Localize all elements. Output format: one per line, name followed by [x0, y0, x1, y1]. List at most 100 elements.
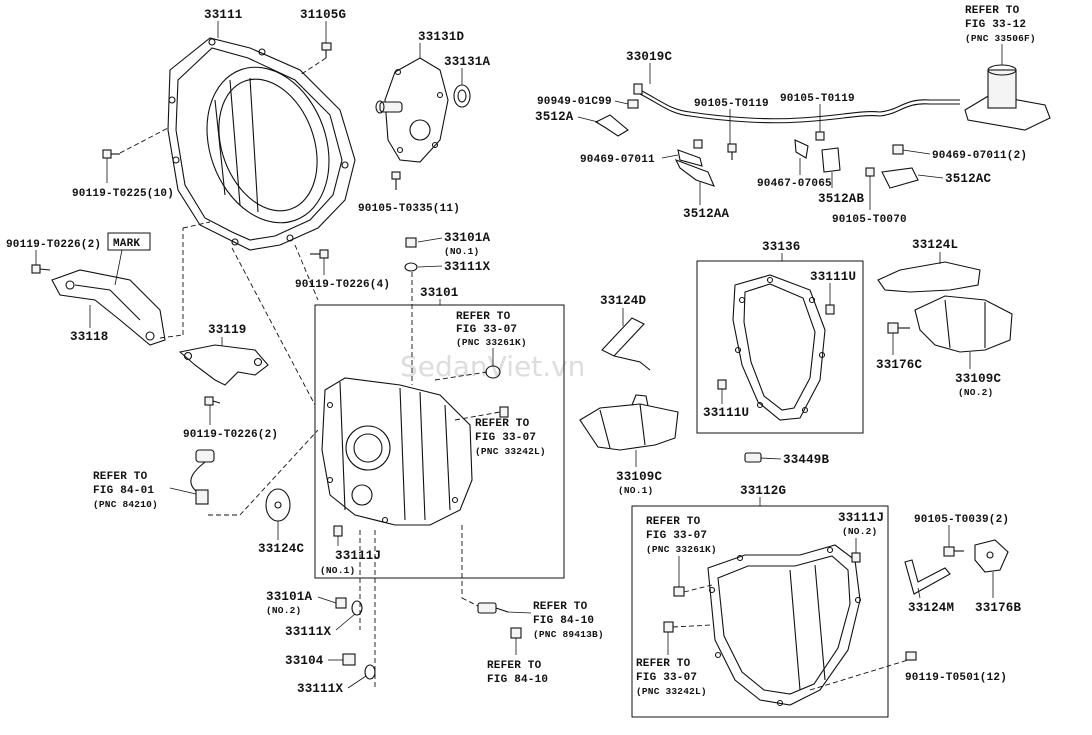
plate-33124C[interactable] [265, 488, 291, 522]
bracket-3512AB[interactable] [821, 147, 841, 173]
label-90469-b: 90469-07011(2) [932, 150, 1027, 162]
label-no2-c: (NO.2) [266, 605, 301, 616]
dowel-33111U-a[interactable] [825, 304, 835, 315]
label-90119-T0226-4: 90119-T0226(4) [295, 279, 390, 291]
label-no2-a: (NO.2) [958, 387, 993, 398]
label-refer-33-07-d1: REFER TO [636, 658, 691, 670]
retainer-33131D[interactable] [375, 57, 449, 163]
label-33019C: 33019C [626, 50, 673, 64]
clip-90949[interactable] [627, 99, 639, 109]
label-refer-33-07-a2: FIG 33-07 [456, 324, 517, 336]
bolt-90119-T0226-4[interactable] [310, 249, 329, 259]
label-33176C: 33176C [876, 358, 923, 372]
bracket-3512AC[interactable] [881, 167, 919, 189]
label-33111X-2: 33111X [285, 625, 332, 639]
plug-33449B[interactable] [744, 452, 762, 463]
label-33118: 33118 [70, 330, 109, 344]
label-refer-84-01-c: (PNC 84210) [93, 499, 158, 510]
clamp-90467[interactable] [794, 139, 809, 159]
label-33119: 33119 [208, 323, 247, 337]
clamp-90469-b[interactable] [892, 144, 904, 155]
dowel-33111J-no2[interactable] [851, 552, 861, 563]
label-no1-b: (NO.1) [320, 565, 355, 576]
label-90467: 90467-07065 [757, 178, 832, 190]
oil-seal-33131A[interactable] [453, 84, 471, 108]
switch-ref-89413B[interactable] [477, 602, 509, 614]
label-refer-84-01-a: REFER TO [93, 471, 148, 483]
dowel-33111U-b[interactable] [717, 379, 727, 390]
label-33101A-2: 33101A [266, 590, 313, 604]
bolt-90105-T0119-b[interactable] [815, 131, 825, 141]
speed-sensor-ref-84210[interactable] [190, 449, 215, 505]
label-refer-84-10b-2: FIG 84-10 [487, 674, 548, 686]
dowel-ref-33242L-rear[interactable] [663, 621, 674, 633]
shift-lever-retainer-ref[interactable] [964, 64, 1051, 131]
dowel-33111J-no1[interactable] [333, 525, 343, 537]
cover-33109C-no2[interactable] [914, 295, 1013, 353]
cover-33109C-no1[interactable] [579, 394, 679, 451]
cover-33124L[interactable] [877, 261, 981, 293]
bolt-33176C[interactable] [887, 322, 910, 334]
label-refer-84-10a-1: REFER TO [533, 601, 588, 613]
label-90119-T0226-2a: 90119-T0226(2) [6, 239, 101, 251]
bracket-33118[interactable] [51, 269, 166, 346]
label-mark: MARK [113, 238, 140, 250]
transmission-case-33101[interactable] [321, 377, 473, 526]
label-90119-T0501: 90119-T0501(12) [905, 672, 1007, 684]
label-33124L: 33124L [912, 238, 958, 252]
bolt-90105-T0335[interactable] [391, 171, 401, 190]
label-refer-84-10a-2: FIG 84-10 [533, 615, 594, 627]
bracket-33119[interactable] [178, 344, 269, 386]
bell-housing-33111[interactable] [167, 37, 356, 251]
label-33131D: 33131D [418, 30, 465, 44]
label-33111J-2: 33111J [838, 511, 884, 525]
label-refer-33-07-a3: (PNC 33261K) [456, 337, 527, 348]
label-33124C: 33124C [258, 542, 305, 556]
bolt-90119-T0225[interactable] [102, 149, 120, 159]
bolt-90119-T0501[interactable] [905, 651, 917, 661]
label-3512AA: 3512AA [683, 207, 730, 221]
bolt-31105G[interactable] [321, 42, 332, 58]
label-no1-c: (NO.1) [618, 485, 653, 496]
lever-33124M[interactable] [904, 559, 951, 595]
bracket-3512AA[interactable] [674, 158, 715, 187]
label-refer-33-07-c3: (PNC 33261K) [646, 544, 717, 555]
shift-cable-33019C[interactable] [633, 83, 960, 124]
label-90119-T0226-2b: 90119-T0226(2) [183, 429, 278, 441]
label-33111U-b: 33111U [703, 406, 749, 420]
gasket-33111X-2[interactable] [351, 600, 363, 616]
rear-case-33112G[interactable] [707, 544, 862, 707]
bolt-90119-T0226-a[interactable] [31, 264, 51, 274]
label-refer-33-07-b3: (PNC 33242L) [475, 446, 546, 457]
label-33111: 33111 [204, 8, 243, 22]
gasket-33111X-1[interactable] [404, 262, 418, 272]
label-refer-33-07-d2: FIG 33-07 [636, 672, 697, 684]
bracket-33124D[interactable] [601, 317, 651, 371]
dowel-ref-33261K-rear[interactable] [673, 586, 685, 597]
clamp-90469-a[interactable] [677, 139, 703, 167]
label-3512AB: 3512AB [818, 192, 865, 206]
cover-33176B[interactable] [974, 539, 1009, 573]
bolt-90105-T0119-a[interactable] [727, 143, 737, 160]
bolt-90105-T0039[interactable] [943, 546, 964, 557]
label-refer-33-07-a1: REFER TO [456, 311, 511, 323]
extension-housing-33136[interactable] [732, 274, 826, 421]
label-no1-a: (NO.1) [444, 246, 479, 257]
label-33109C-2: 33109C [955, 372, 1002, 386]
dowel-pin-refer-33242L[interactable] [499, 406, 509, 418]
label-33101: 33101 [420, 286, 459, 300]
gasket-33111X-3[interactable] [364, 664, 376, 680]
bolt-90119-T0226-b[interactable] [204, 396, 221, 406]
plug-33104[interactable] [342, 653, 356, 666]
label-33111X-1: 33111X [444, 260, 491, 274]
label-90469-a: 90469-07011 [580, 154, 655, 166]
bracket-3512A[interactable] [594, 114, 629, 137]
label-33112G: 33112G [740, 484, 786, 498]
plug-33101A-no1[interactable] [405, 237, 417, 248]
label-90949: 90949-01C99 [537, 96, 612, 108]
label-90105-T0119-b: 90105-T0119 [780, 93, 855, 105]
switch-ref-84-10[interactable] [510, 627, 522, 639]
bolt-90105-T0070[interactable] [865, 167, 875, 177]
plug-33101A-no2[interactable] [335, 597, 347, 609]
